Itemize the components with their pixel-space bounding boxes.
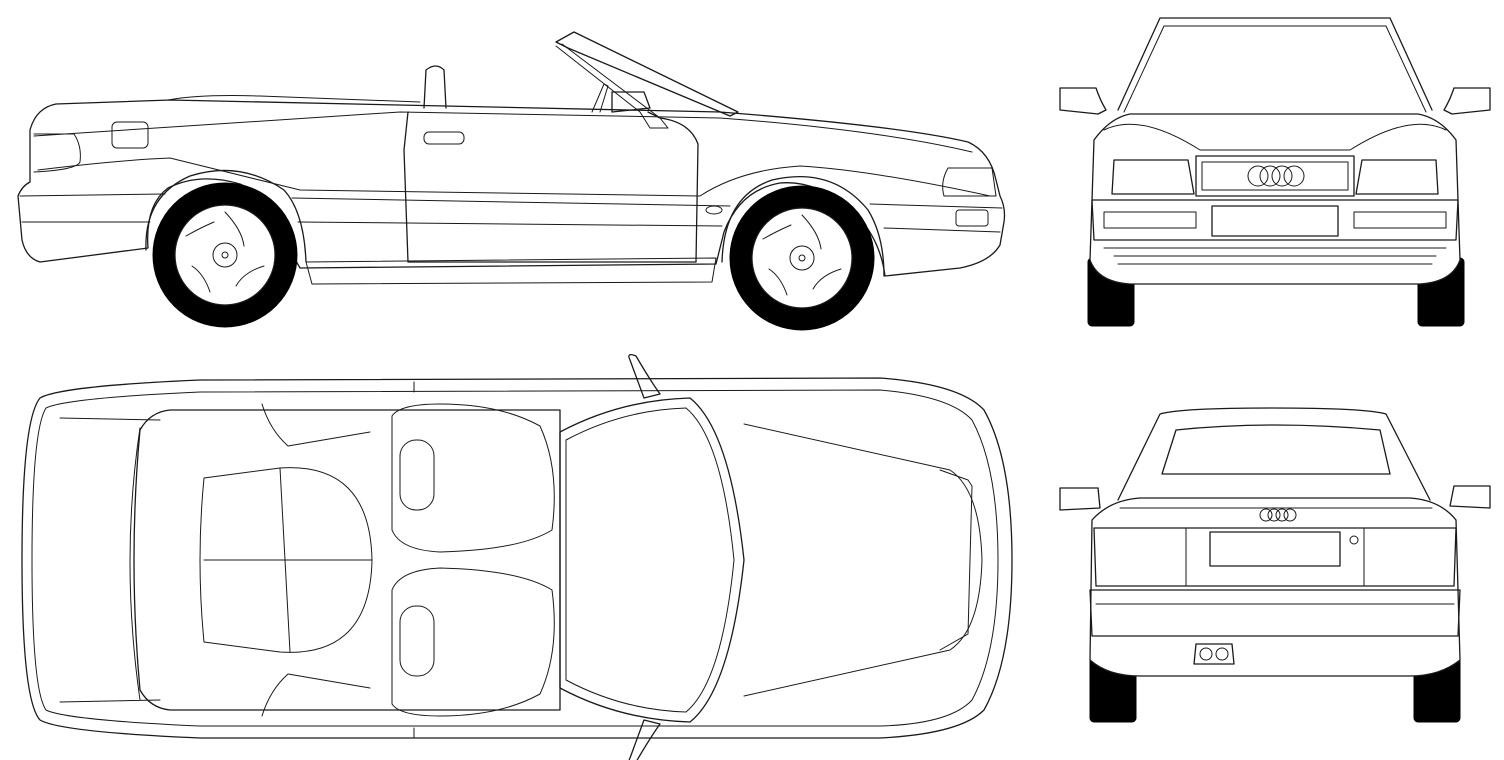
front-right-foglight <box>1353 211 1447 229</box>
rear-left-mirror <box>1059 487 1101 511</box>
front-grille-rings <box>1247 165 1305 187</box>
front-left-mirror <box>1059 87 1107 115</box>
rear-window <box>1161 424 1391 475</box>
front-wheel-arch <box>721 176 885 277</box>
rear-lock <box>1349 535 1359 545</box>
top-trunk <box>59 417 161 703</box>
top-hood <box>743 423 983 697</box>
side-sill <box>305 257 717 285</box>
rear-view <box>1059 407 1491 723</box>
rear-body-outline <box>1089 497 1461 677</box>
top-headrest-left <box>399 439 435 511</box>
top-windshield <box>559 397 745 723</box>
front-grille <box>1195 155 1355 197</box>
top-front-seat-right <box>391 567 555 717</box>
front-right-mirror <box>1443 87 1491 115</box>
side-belt-line <box>33 111 973 153</box>
rear-wheel-arch <box>145 169 307 263</box>
side-rub-strip-lower <box>21 221 1001 233</box>
front-view <box>1059 17 1491 327</box>
rear-right-mirror <box>1449 485 1491 509</box>
front-body-outline <box>1089 113 1461 285</box>
windshield-frame <box>555 31 739 117</box>
side-tail-light <box>33 133 81 173</box>
side-folded-top <box>167 95 421 103</box>
side-view <box>17 31 1006 331</box>
side-headlight <box>942 167 997 197</box>
side-mirror <box>611 91 651 113</box>
rear-wheel <box>152 182 298 328</box>
fuel-flap <box>111 121 149 149</box>
top-headrest-right <box>399 605 435 677</box>
top-rear-seat <box>199 467 373 653</box>
side-indicator <box>955 209 989 227</box>
top-front-seat-left <box>391 403 555 553</box>
rear-light-bar <box>1093 527 1457 587</box>
side-headrest-rear <box>423 65 447 109</box>
door-handle <box>423 131 465 145</box>
windshield-pillar <box>555 43 669 129</box>
rear-license-plate <box>1209 531 1341 567</box>
front-left-headlight <box>1111 159 1195 195</box>
top-body-inner <box>31 389 999 727</box>
top-mirror-right <box>628 719 661 760</box>
top-cockpit <box>133 409 561 711</box>
front-bumper <box>1091 199 1459 241</box>
side-headrest-front <box>591 83 609 113</box>
side-shoulder-line <box>37 157 991 197</box>
rear-rings <box>1259 508 1297 522</box>
side-rub-strip <box>19 193 1003 209</box>
front-left-foglight <box>1103 211 1197 229</box>
top-body-outline <box>21 377 1013 739</box>
side-door <box>403 111 699 263</box>
rear-bumper <box>1089 589 1461 637</box>
top-mirror-left <box>628 354 661 399</box>
front-license-plate <box>1211 205 1339 237</box>
rear-exhaust <box>1193 643 1235 665</box>
side-marker-light <box>705 205 723 215</box>
rear-soft-top <box>1117 407 1431 501</box>
top-view <box>21 354 1013 760</box>
front-wheel <box>729 185 875 331</box>
front-hood <box>1103 123 1447 151</box>
front-right-headlight <box>1355 159 1439 195</box>
front-windshield-frame <box>1117 17 1433 111</box>
